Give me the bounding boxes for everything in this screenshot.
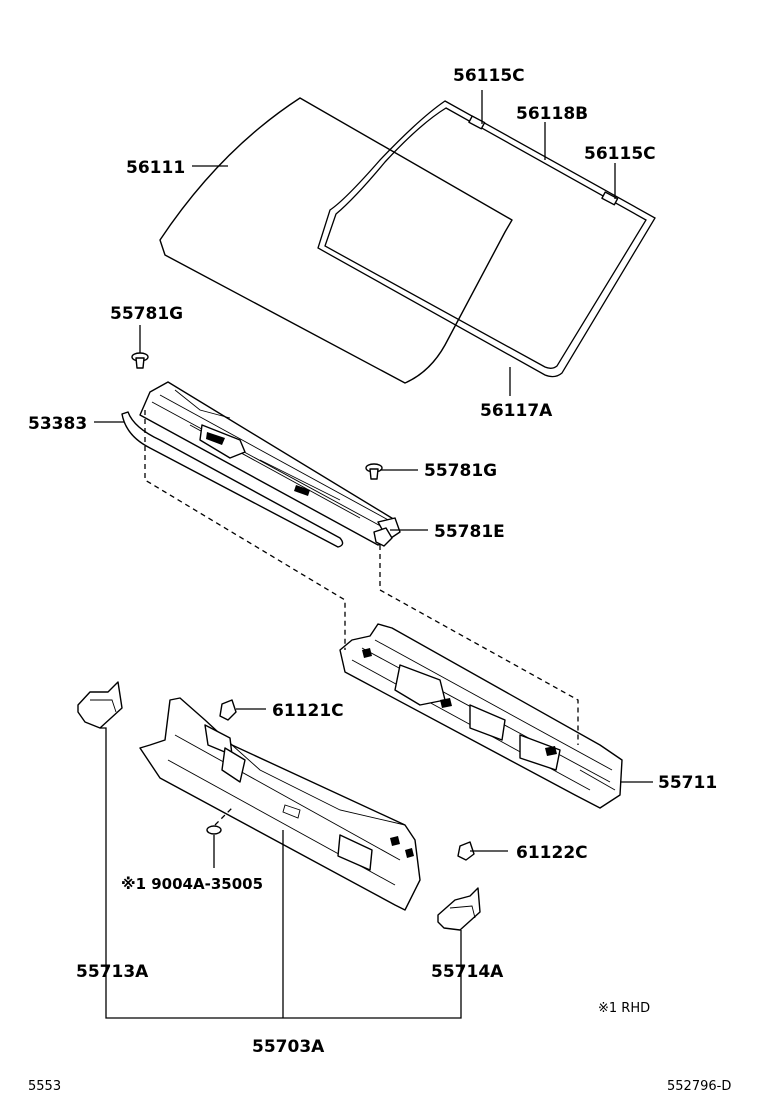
label-9004a-35005: ※1 9004A-35005	[121, 875, 263, 893]
assembly-line-right	[379, 545, 579, 745]
label-56111: 56111	[126, 158, 185, 178]
clip-55781g-right[interactable]	[365, 463, 383, 480]
label-55703a: 55703A	[252, 1037, 325, 1057]
clip-61122c[interactable]	[457, 841, 475, 861]
label-55711: 55711	[658, 773, 717, 793]
bracket-55713a[interactable]	[77, 681, 123, 729]
label-53383: 53383	[28, 414, 87, 434]
leader-lines	[94, 90, 653, 1019]
label-56118b: 56118B	[516, 104, 588, 124]
clip-56115c-right[interactable]	[601, 191, 619, 206]
label-56117a: 56117A	[480, 401, 553, 421]
assembly-line-plug	[214, 807, 233, 826]
label-56115c-right: 56115C	[584, 144, 656, 164]
label-55781g-right: 55781G	[424, 461, 497, 481]
windshield-moulding[interactable]	[317, 100, 656, 378]
cowl-panel-55711[interactable]	[339, 623, 623, 809]
label-61122c: 61122C	[516, 843, 588, 863]
windshield-glass[interactable]	[159, 97, 513, 384]
label-55714a: 55714A	[431, 962, 504, 982]
bracket-55714a[interactable]	[437, 887, 481, 931]
label-56115c-top: 56115C	[453, 66, 525, 86]
label-55781g-left: 55781G	[110, 304, 183, 324]
label-61121c: 61121C	[272, 701, 344, 721]
cowl-panel-55703a[interactable]	[139, 697, 421, 911]
footer-right-code: 552796-D	[667, 1079, 731, 1094]
cowl-seal[interactable]	[121, 411, 344, 548]
clip-56115c-top[interactable]	[468, 115, 486, 130]
footer-left-code: 5553	[28, 1079, 61, 1094]
assembly-line-left	[144, 410, 346, 650]
note-rhd: ※1 RHD	[598, 1001, 650, 1016]
clip-55781e[interactable]	[373, 527, 393, 547]
plug-9004a[interactable]	[206, 825, 222, 835]
clip-61121c[interactable]	[219, 699, 237, 721]
clip-55781g-left[interactable]	[131, 352, 149, 369]
label-55713a: 55713A	[76, 962, 149, 982]
label-55781e: 55781E	[434, 522, 505, 542]
